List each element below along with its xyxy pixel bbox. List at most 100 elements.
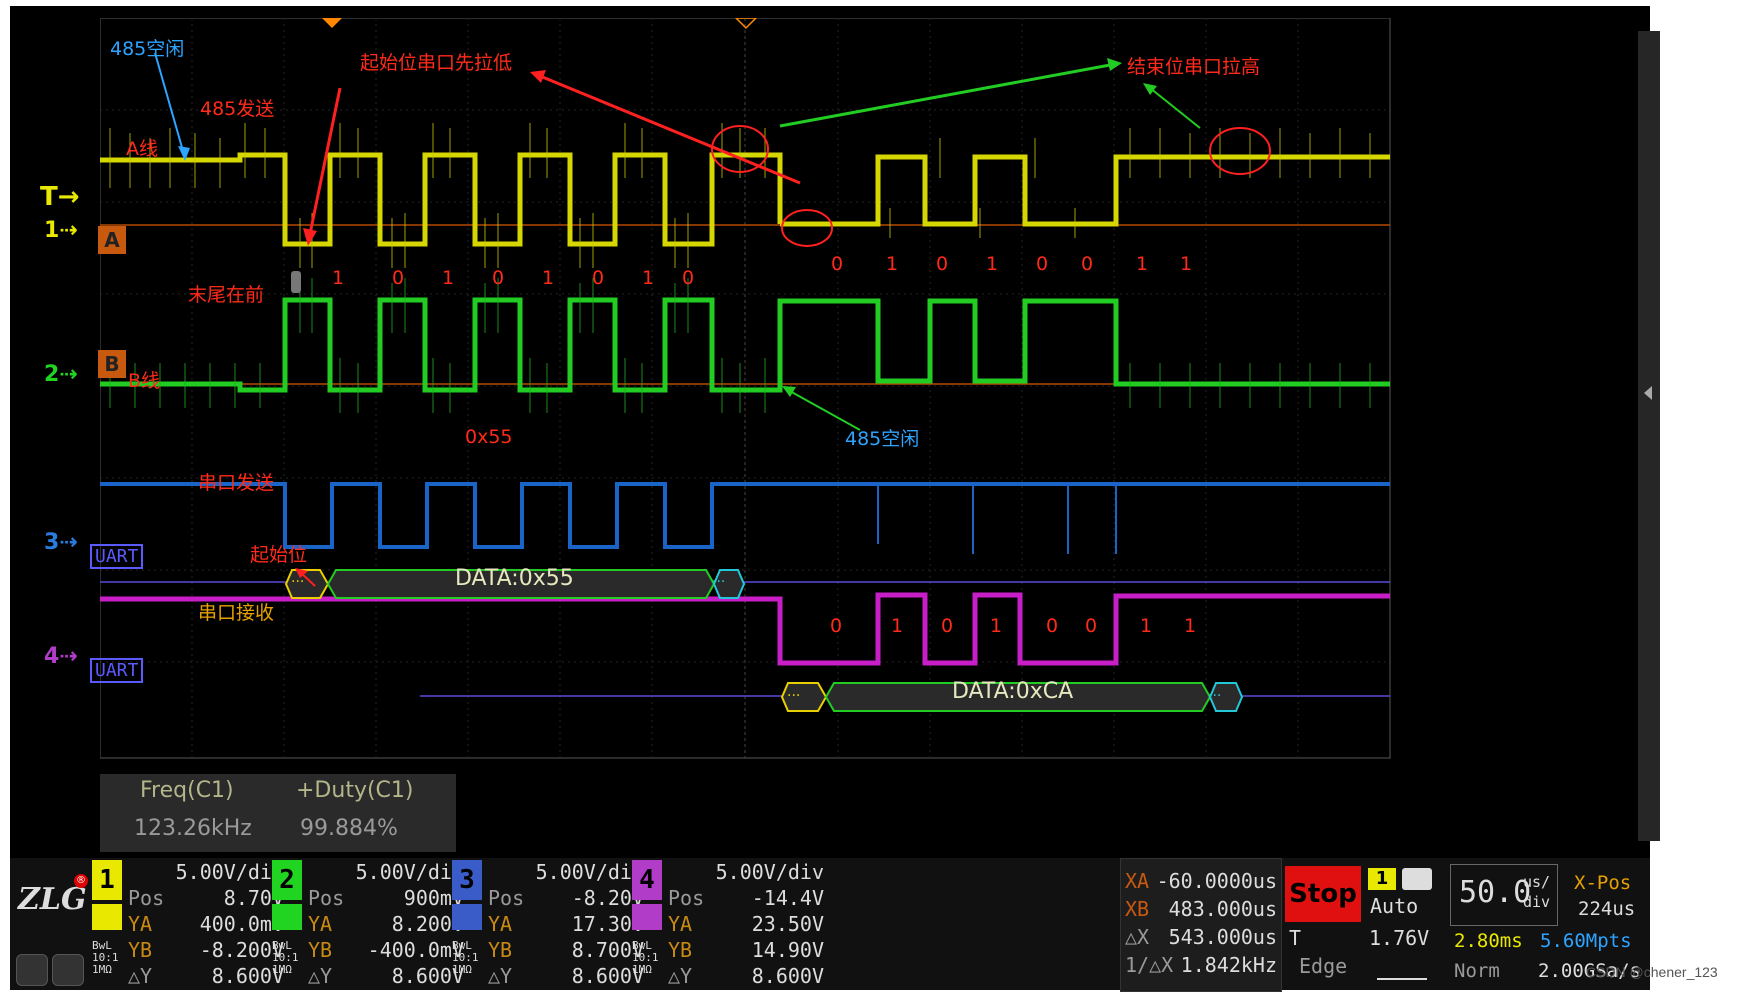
timebase-unit-top: us/	[1523, 873, 1551, 891]
channel-3-yb: 8.700V	[571, 938, 644, 962]
trigger-source-label: T	[1289, 926, 1302, 950]
trigger-panel[interactable]: T 1.76V Edge	[1285, 926, 1445, 986]
chevron-left-icon	[1644, 386, 1652, 400]
channel-4-label[interactable]: 4⇢	[44, 644, 78, 669]
channel-2-label[interactable]: 2⇢	[44, 362, 78, 387]
channel-1-label[interactable]: 1⇢	[44, 218, 78, 243]
math-b-marker[interactable]: B	[98, 350, 126, 378]
trigger-label-text: T	[40, 182, 58, 212]
timebase-value-box[interactable]: 50.0 us/ div	[1450, 864, 1558, 926]
yb-label: YB	[308, 938, 333, 962]
annotation-line-a: A线	[126, 138, 158, 160]
trigger-mode[interactable]: Auto	[1370, 894, 1419, 918]
ya-label: YA	[308, 912, 333, 936]
channel-4-waveform	[100, 592, 1390, 666]
sample-rate: 2.00GSa/s	[1538, 960, 1641, 982]
touch-gesture-icon[interactable]	[52, 954, 84, 986]
math-a-marker[interactable]: A	[98, 226, 126, 254]
dy-label: △Y	[668, 964, 693, 988]
annotation-line-b: B线	[128, 370, 161, 392]
annotation-uart-receive: 串口接收	[198, 602, 275, 624]
yb-label: YB	[668, 938, 693, 962]
run-stop-button[interactable]: Stop	[1285, 866, 1361, 922]
pos-label: Pos	[488, 886, 525, 910]
frame1-end: ...	[712, 570, 726, 586]
inv-label: 1/△X	[1125, 953, 1174, 977]
bit-label: 1	[1180, 253, 1193, 275]
channel-3-label[interactable]: 3⇢	[44, 530, 78, 555]
bit-label: 1	[542, 267, 555, 289]
cursor-handle	[291, 271, 301, 293]
bit-label: 0	[592, 267, 605, 289]
trigger-menu-icon[interactable]	[1402, 868, 1432, 890]
side-panel-toggle[interactable]	[1638, 31, 1660, 841]
bit-label: 0	[831, 253, 844, 275]
channel-3-waveform	[100, 482, 1390, 549]
channel-2-scale: 5.00V/div	[355, 860, 464, 884]
channel-4-badge: 4	[632, 860, 662, 900]
channel-1-scale: 5.00V/div	[175, 860, 284, 884]
waveform-display	[100, 18, 1550, 858]
annotation-arrows	[154, 52, 1201, 587]
yb-label: YB	[488, 938, 513, 962]
annotation-uart-send: 串口发送	[198, 472, 275, 494]
bit-label: 1	[891, 615, 904, 637]
dy-label: △Y	[308, 964, 333, 988]
bit-label: 1	[442, 267, 455, 289]
channel-3-pos: -8.20V	[571, 886, 644, 910]
coupling-icon	[272, 904, 302, 930]
highlight-circles	[711, 125, 1271, 247]
coupling-icon	[92, 904, 122, 930]
channel-2-waveform	[100, 297, 1390, 393]
dx-label: △X	[1125, 925, 1150, 949]
channel-2-badge: 2	[272, 860, 302, 900]
uart-decode-tag-1[interactable]: UART	[90, 544, 144, 569]
bit-label: 1	[1140, 615, 1153, 637]
pos-label: Pos	[308, 886, 345, 910]
brand-text: ZLG	[18, 882, 87, 917]
freq-value: 123.26kHz	[134, 816, 252, 841]
bit-label: 0	[682, 267, 695, 289]
channel-4-number: 4	[44, 644, 60, 669]
annotation-hex-55: 0x55	[465, 426, 513, 448]
trigger-channel-badge[interactable]: 1	[1368, 868, 1396, 890]
uart-decode-tag-2[interactable]: UART	[90, 658, 144, 683]
channel-3-number: 3	[44, 530, 60, 555]
brand-logo: ZLG ®	[18, 874, 88, 932]
channel-2-noise	[109, 278, 1371, 413]
channel-3-scale: 5.00V/div	[535, 860, 644, 884]
watermark: CSDN @chener_123	[1586, 964, 1718, 980]
bit-label: 1	[986, 253, 999, 275]
channel-4-ya: 23.50V	[751, 912, 824, 936]
frame2-end: ...	[1208, 684, 1222, 700]
annotation-idle-bottom: 485空闲	[845, 428, 920, 450]
bit-label: 0	[830, 615, 843, 637]
annotation-tail-first: 末尾在前	[188, 284, 265, 306]
ya-label: YA	[128, 912, 153, 936]
channel-1-yb: -8.200V	[199, 938, 284, 962]
timebase-panel[interactable]: 50.0 us/ div X-Pos 224us 2.80ms 5.60Mpts…	[1450, 864, 1646, 988]
registered-icon: ®	[74, 874, 88, 888]
trigger-level: 1.76V	[1369, 926, 1430, 950]
frame2-data: DATA:0xCA	[952, 679, 1074, 704]
channel-2-ya: 8.200V	[391, 912, 464, 936]
yb-label: YB	[128, 938, 153, 962]
bit-label: 0	[492, 267, 505, 289]
measurement-panel[interactable]: Freq(C1) +Duty(C1) 123.26kHz 99.884%	[100, 774, 456, 852]
touch-lock-icon[interactable]	[16, 954, 48, 986]
timebase-value: 50.0	[1459, 875, 1532, 910]
xa-label: XA	[1125, 869, 1150, 893]
channel-1-noise	[109, 123, 1371, 268]
bit-label: 1	[1184, 615, 1197, 637]
memory-depth: 5.60Mpts	[1540, 930, 1632, 952]
bit-label: 1	[332, 267, 345, 289]
